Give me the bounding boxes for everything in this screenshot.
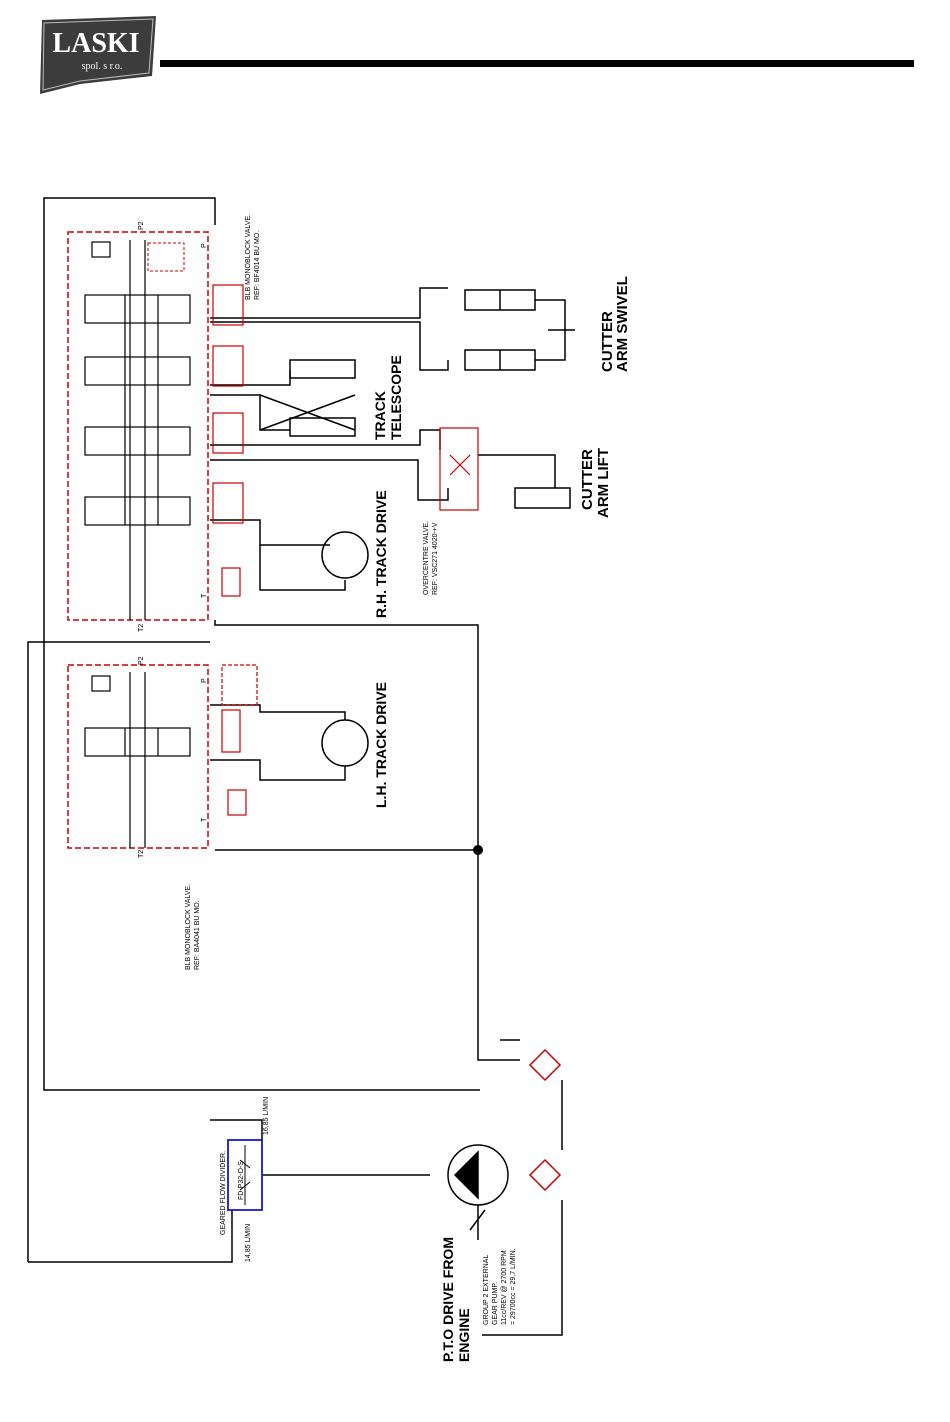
label-pump-3: 11cc/REV @ 2700 RPM: [501, 1250, 508, 1325]
label-rh-track-drive: R.H. TRACK DRIVE: [373, 490, 389, 618]
label-cutter-arm-lift-1: CUTTER: [579, 449, 596, 510]
hydraulic-lines: [27, 197, 575, 1336]
label-flow-divider-2: FD-P32-O-S: [238, 1161, 245, 1200]
header-rule: [160, 60, 914, 67]
port-t2-bottom: T2: [138, 850, 145, 858]
junction-dot: [473, 845, 483, 855]
filter-symbols: [528, 1048, 562, 1192]
bottom-monoblock-boundary: [67, 664, 209, 849]
label-track-telescope-2: TELESCOPE: [388, 355, 404, 440]
port-p-bottom: P: [201, 678, 208, 683]
label-cutter-arm-swivel-1: CUTTER: [599, 311, 616, 372]
port-p2-bottom: P2: [138, 656, 145, 665]
label-flow-right: 16,85 L/MIN: [263, 1097, 270, 1135]
label-flow-divider-1: GEARED FLOW DIVIDER.: [220, 1151, 227, 1235]
label-overcentre-1: OVERCENTRE VALVE.: [423, 521, 430, 595]
label-lh-track-drive: L.H. TRACK DRIVE: [373, 682, 389, 808]
label-cutter-arm-swivel-2: ARM SWIVEL: [614, 276, 631, 372]
top-valve-sections: [84, 240, 191, 620]
label-pump-2: GEAR PUMP.: [492, 1282, 499, 1325]
laski-logo: LASKI spol. s r.o.: [40, 14, 158, 96]
port-p2-top: P2: [138, 221, 145, 230]
port-t-top: T: [201, 593, 208, 598]
logo-subtext: spol. s r.o.: [82, 61, 123, 72]
label-monoblock-bottom-1: BLB MONOBLOCK VALVE.: [185, 884, 192, 970]
port-p-top: P: [201, 243, 208, 248]
port-t2-top: T2: [138, 624, 145, 632]
logo-text: LASKI: [52, 28, 139, 59]
bottom-valve-sections: [84, 672, 191, 848]
top-monoblock-boundary: [67, 231, 209, 621]
label-cutter-arm-lift-2: ARM LIFT: [595, 448, 612, 518]
label-monoblock-top-2: REF: BF4014 BU MO.: [254, 231, 261, 300]
label-pto-drive-2: ENGINE: [456, 1308, 472, 1362]
label-overcentre-2: REF: VSC271 4020-+V: [432, 522, 439, 595]
flow-divider-box: [227, 1139, 263, 1211]
port-t-bottom: T: [201, 817, 208, 822]
label-pto-drive-1: P.T.O DRIVE FROM: [440, 1237, 456, 1362]
label-monoblock-bottom-2: REF: BA4041 BU MO.: [194, 900, 201, 970]
label-flow-left: 14,85 L/MIN: [245, 1224, 252, 1262]
label-monoblock-top-1: BLB MONOBLOCK VALVE.: [245, 214, 252, 300]
label-pump-4: = 29700cc = 29,7 L/MIN.: [510, 1248, 517, 1325]
label-pump-1: GROUP 2 EXTERNAL: [483, 1255, 490, 1325]
label-track-telescope-1: TRACK: [372, 391, 388, 440]
